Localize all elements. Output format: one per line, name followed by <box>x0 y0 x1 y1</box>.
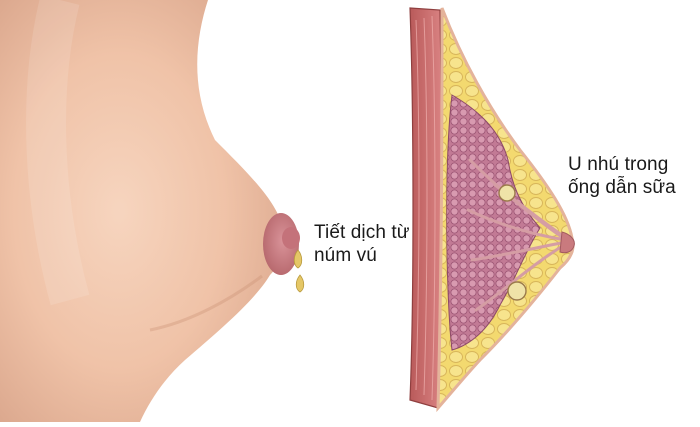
breast-external-view <box>0 0 284 422</box>
nipple-discharge-label: Tiết dịch từ núm vú <box>314 221 410 267</box>
nipple-discharge-label-line-1: Tiết dịch từ <box>314 222 410 243</box>
intraductal-papilloma-label-line-2: ống dẫn sữa <box>568 177 676 198</box>
areola-nipple <box>263 213 300 275</box>
intraductal-papilloma-label-line-1: U nhú trong <box>568 154 669 175</box>
chest-wall-muscle <box>409 7 442 409</box>
nipple-discharge-label-line-2: núm vú <box>314 245 377 266</box>
intraductal-papilloma-label: U nhú trong ống dẫn sữa <box>568 153 676 199</box>
discharge-drops <box>293 249 305 293</box>
papilloma-nodule-upper <box>498 184 516 202</box>
milk-ducts <box>466 158 568 312</box>
breast-cross-section <box>436 7 575 413</box>
papilloma-nodule-lower <box>507 281 527 301</box>
